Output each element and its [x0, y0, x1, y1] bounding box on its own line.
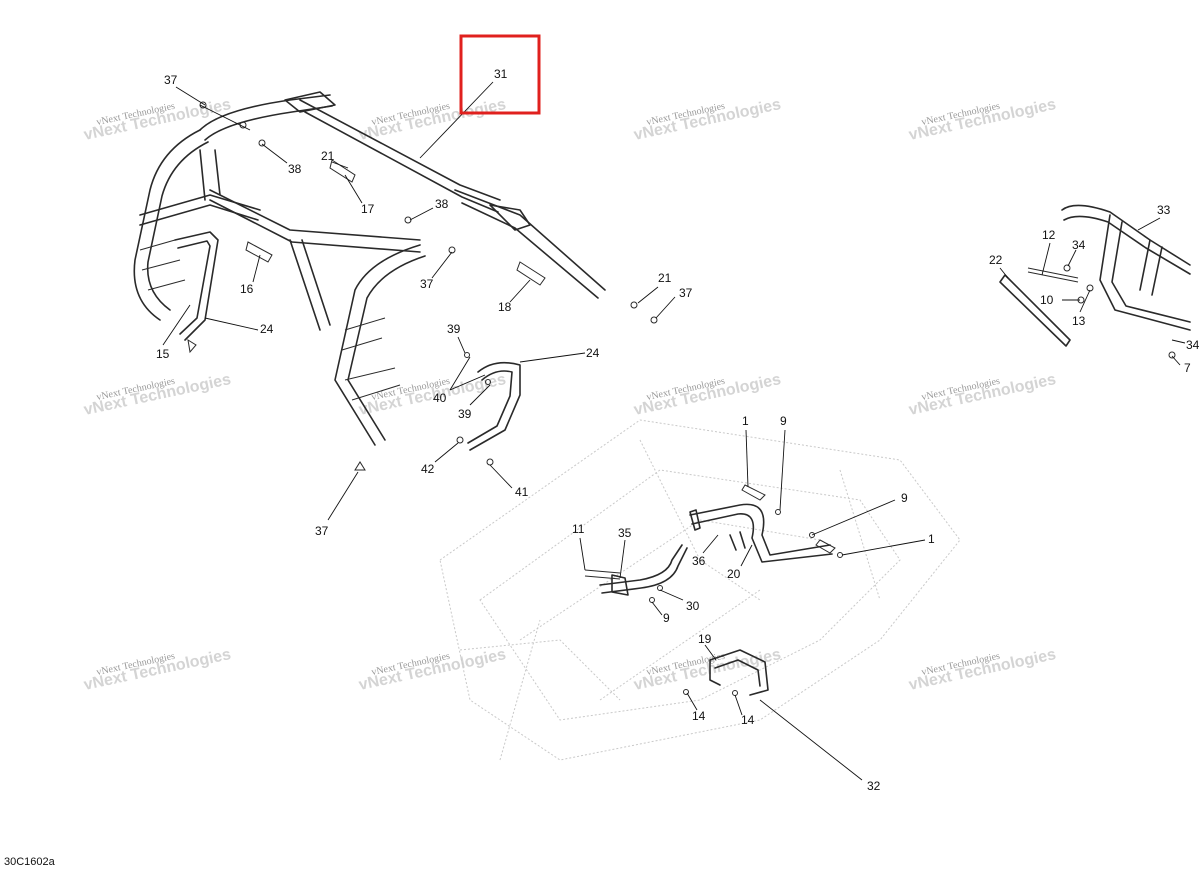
bent-tube-24-left [174, 231, 219, 341]
callout-17[interactable]: 17 [361, 202, 375, 216]
callout-40[interactable]: 40 [433, 391, 447, 405]
bent-tube-24-middle [467, 361, 521, 451]
callout-12[interactable]: 12 [1042, 228, 1056, 242]
callout-36[interactable]: 36 [692, 554, 706, 568]
support-bar-20 [689, 484, 843, 563]
callout-39[interactable]: 39 [458, 407, 472, 421]
callout-34[interactable]: 34 [1072, 238, 1086, 252]
callout-31[interactable]: 31 [494, 67, 508, 81]
callout-22[interactable]: 22 [989, 253, 1003, 267]
diagram-code: 30C1602a [4, 856, 55, 868]
callout-34[interactable]: 34 [1186, 338, 1200, 352]
callout-37[interactable]: 37 [164, 73, 178, 87]
callout-38[interactable]: 38 [435, 197, 449, 211]
decal-18 [516, 261, 546, 286]
callout-37[interactable]: 37 [679, 286, 693, 300]
callout-42[interactable]: 42 [421, 462, 435, 476]
decal-17 [329, 159, 356, 183]
callout-18[interactable]: 18 [498, 300, 512, 314]
callout-24[interactable]: 24 [260, 322, 274, 336]
callout-1[interactable]: 1 [928, 532, 935, 546]
callout-39[interactable]: 39 [447, 322, 461, 336]
mounting-bracket-19 [683, 649, 769, 696]
callout-9[interactable]: 9 [780, 414, 787, 428]
callout-30[interactable]: 30 [686, 599, 700, 613]
ghost-chassis-frame [439, 419, 961, 761]
highlight-box [459, 34, 541, 115]
callout-10[interactable]: 10 [1040, 293, 1054, 307]
callout-37[interactable]: 37 [420, 277, 434, 291]
callout-35[interactable]: 35 [618, 526, 632, 540]
callout-16[interactable]: 16 [240, 282, 254, 296]
callout-13[interactable]: 13 [1072, 314, 1086, 328]
leader-lines [162, 81, 1186, 781]
callout-9[interactable]: 9 [663, 611, 670, 625]
callout-19[interactable]: 19 [698, 632, 712, 646]
callout-labels: 31 37 38 21 17 38 37 16 24 15 18 21 37 3… [156, 67, 1200, 793]
callout-15[interactable]: 15 [156, 347, 170, 361]
decal-16 [245, 241, 273, 263]
watermark-group: vNext Technologies vNext Technologies vN… [82, 96, 1057, 694]
callout-11[interactable]: 11 [572, 522, 585, 536]
callout-37[interactable]: 37 [315, 524, 329, 538]
roll-cage-frame [133, 91, 606, 446]
callout-21[interactable]: 21 [321, 149, 335, 163]
callout-7[interactable]: 7 [1184, 361, 1191, 375]
callout-1[interactable]: 1 [742, 414, 749, 428]
callout-32[interactable]: 32 [867, 779, 881, 793]
skid-bar-22 [999, 274, 1071, 347]
support-bracket-30 [584, 544, 688, 603]
callout-33[interactable]: 33 [1157, 203, 1171, 217]
callout-9[interactable]: 9 [901, 491, 908, 505]
callout-20[interactable]: 20 [727, 567, 741, 581]
front-bumper-assembly-33 [999, 204, 1191, 359]
callout-21[interactable]: 21 [658, 271, 672, 285]
callout-41[interactable]: 41 [515, 485, 529, 499]
callout-14[interactable]: 14 [692, 709, 706, 723]
callout-14[interactable]: 14 [741, 713, 755, 727]
callout-38[interactable]: 38 [288, 162, 302, 176]
callout-24[interactable]: 24 [586, 346, 600, 360]
